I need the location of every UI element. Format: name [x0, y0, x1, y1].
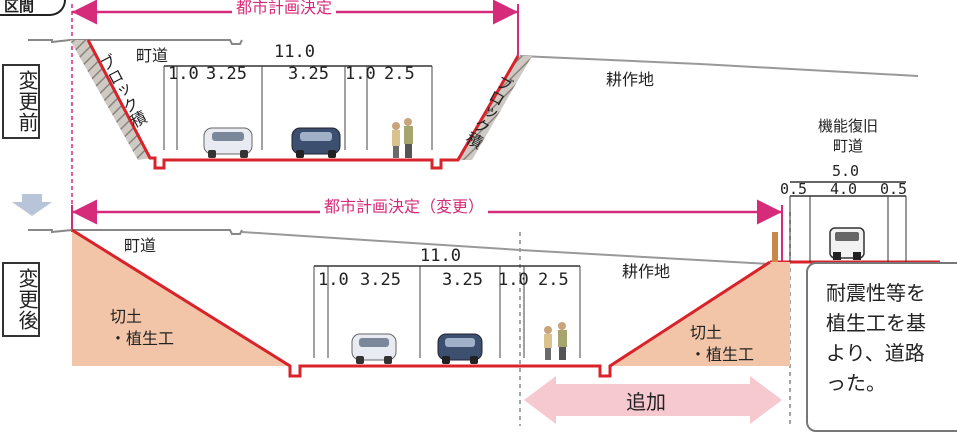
car-icon [351, 333, 397, 364]
note-box: 耐震性等を 植生工を基 より、道路 った。 [806, 262, 957, 432]
dim-before-3: 1.0 [345, 64, 376, 84]
town-road-label-after: 町道 [124, 236, 157, 255]
dim-before-4: 2.5 [384, 64, 415, 84]
farmland-label-before: 耕作地 [606, 70, 655, 89]
barrier-post [772, 232, 778, 262]
dim-after-3: 1.0 [498, 270, 529, 290]
cut-slope-right-label: 切土・植生工 [690, 323, 755, 364]
cut-slope-left-label: 切土・植生工 [110, 307, 175, 348]
pedestrian-icon [544, 322, 567, 360]
total-width-before: 11.0 [274, 42, 315, 62]
restoration-dim-1: 4.0 [830, 180, 858, 198]
down-arrow-icon [12, 194, 52, 216]
cut-slope-right [610, 262, 790, 366]
road-profile-after [71, 228, 771, 378]
pedestrian-icon [392, 118, 413, 158]
total-width-after: 11.0 [420, 246, 461, 266]
dim-after-4: 2.5 [538, 270, 569, 290]
restoration-road-title: 機能復旧町道 [817, 117, 878, 155]
farmland-ground-before [519, 55, 919, 77]
dim-before-1: 3.25 [206, 64, 247, 84]
city-plan-label-before: 都市計画決定 [232, 0, 337, 18]
farmland-label-after: 耕作地 [622, 262, 671, 281]
block-wall-left [70, 40, 150, 160]
dim-before-0: 1.0 [168, 64, 199, 84]
before-label: 変更前 [2, 64, 40, 139]
town-road-label-before: 町道 [136, 46, 169, 65]
added-area-label: 追加 [626, 390, 666, 414]
car-icon [291, 127, 341, 158]
dim-after-1: 3.25 [360, 270, 401, 290]
car-icon [203, 127, 253, 158]
dim-after-0: 1.0 [318, 270, 349, 290]
restoration-dim-0: 0.5 [780, 180, 808, 198]
road-profile-before [86, 39, 520, 170]
car-front-icon [829, 227, 865, 260]
after-label: 変更後 [2, 262, 40, 337]
section-title: 区間 [0, 0, 66, 16]
restoration-dim-2: 0.5 [880, 180, 908, 198]
added-area-arrow [524, 376, 782, 424]
city-plan-label-after: 都市計画決定（変更） [320, 193, 489, 217]
dim-before-2: 3.25 [288, 64, 329, 84]
block-wall-right [456, 56, 532, 160]
restoration-total-width: 5.0 [832, 162, 860, 180]
car-icon [437, 333, 483, 364]
dim-after-2: 3.25 [442, 270, 483, 290]
